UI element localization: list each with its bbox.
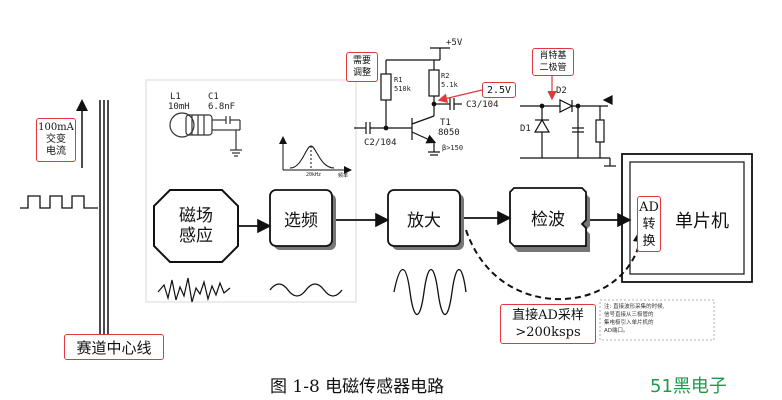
track-label: 赛道中心线 <box>64 334 164 360</box>
noise-waveform <box>157 277 231 303</box>
detector-schematic <box>520 95 616 167</box>
adjust-note: 需要 调整 <box>346 52 378 82</box>
track-center-line <box>99 100 109 336</box>
block-detect: 检波 <box>531 209 565 230</box>
select-waveform <box>269 283 343 297</box>
d2-label: D2 <box>556 86 567 96</box>
block-sense: 磁场 感应 <box>179 206 213 246</box>
resonance-plot <box>279 136 352 174</box>
vcc-label: +5V <box>446 38 463 48</box>
block-ad-convert: AD 转 换 <box>637 196 661 252</box>
l1-name: L1 <box>170 92 181 102</box>
side-note-box <box>599 299 715 341</box>
diode-note: 肖特基 二极管 <box>532 48 574 76</box>
c1-name: C1 <box>208 92 219 102</box>
t1-model: 8050 <box>438 128 460 138</box>
signal-arrows <box>238 210 632 234</box>
r2-value: 5.1k <box>441 81 458 89</box>
block-mcu: 单片机 <box>675 211 729 232</box>
amplify-waveform <box>393 269 467 315</box>
side-note: 注: 直接波形采集的时候, 信号直接从三极管的 集电极引入单片机的 AD端口。 <box>604 304 665 334</box>
r1-name: R1 <box>394 76 403 84</box>
square-wave <box>20 195 98 209</box>
l1-value: 10mH <box>168 102 190 112</box>
bias-pointer <box>437 89 483 104</box>
resonance-axis-label: 频率 <box>338 173 349 179</box>
r1-value: 510k <box>394 85 411 93</box>
r2-name: R2 <box>441 72 450 80</box>
current-label: 100mA 交变 电流 <box>36 118 76 162</box>
c2-label: C2/104 <box>364 138 397 148</box>
direct-ad-dashed-arrow <box>465 226 649 301</box>
bias-voltage-label: 2.5V <box>482 82 516 98</box>
watermark: 51黑电子 <box>650 376 727 397</box>
t1-name: T1 <box>440 118 451 128</box>
block-amplify: 放大 <box>407 210 441 231</box>
amplifier-schematic <box>354 47 462 156</box>
resonance-center-label: 20kHz <box>306 172 322 178</box>
l1-c1-drawing <box>169 112 242 157</box>
c3-label: C3/104 <box>466 100 499 110</box>
block-select: 选频 <box>284 210 318 231</box>
beta-label: β>150 <box>442 144 464 152</box>
c1-value: 6.8nF <box>208 102 236 112</box>
direct-ad-note: 直接AD采样 >200ksps <box>500 304 596 344</box>
block-outlines <box>153 153 753 283</box>
figure-caption: 图 1-8 电磁传感器电路 <box>270 377 445 397</box>
d1-label: D1 <box>520 124 531 134</box>
background-panel <box>145 79 357 303</box>
